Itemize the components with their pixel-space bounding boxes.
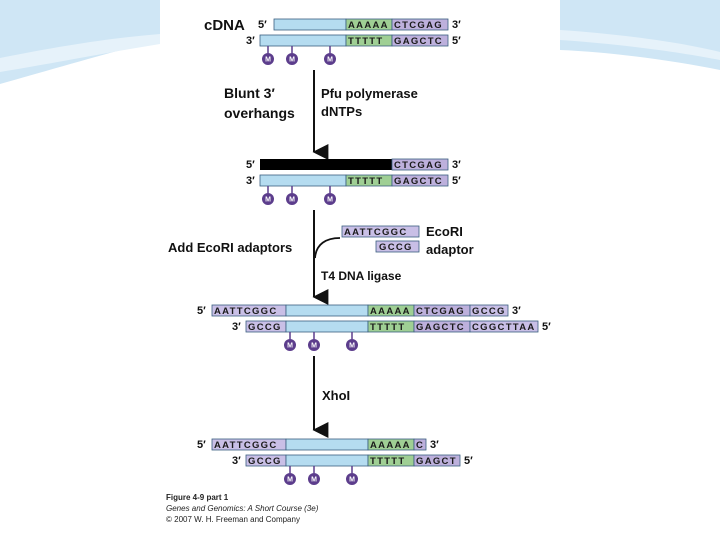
end-label: 5′ [464, 455, 473, 467]
seq-adaptor: CGGCTTAA [472, 322, 536, 333]
seq-xhoi-site: C [416, 440, 424, 451]
caption-book-title: Genes and Genomics: A Short Course (3e) [166, 504, 319, 513]
seq-xhoi-site: GAGCT [416, 456, 457, 467]
seq-xhoi-site: CTCGAG [394, 160, 443, 171]
seq-polyt: TTTTT [370, 456, 406, 467]
background-swoosh-left-light [0, 34, 160, 72]
seq-xhoi-site: GAGCTC [394, 36, 443, 47]
end-label: 5′ [452, 175, 461, 187]
xhoi-segment [413, 438, 427, 451]
caption-copyright: © 2007 W. H. Freeman and Company [166, 515, 300, 524]
strand-bottom [285, 454, 369, 467]
label-t4-ligase: T4 DNA ligase [321, 269, 402, 283]
svg-text:M: M [349, 343, 355, 350]
seq-adaptor: AATTCGGC [214, 440, 278, 451]
cdna-cloning-figure: cDNA 5′ AAAAA CTCGAG 3′ 3′ TTTTT GAGCTC … [162, 12, 560, 528]
methyl-group: M [324, 186, 336, 205]
svg-text:M: M [311, 477, 317, 484]
seq-xhoi-site: GAGCTC [394, 176, 443, 187]
methyl-group: M [308, 466, 320, 485]
caption-figure-number: Figure 4-9 part 1 [166, 493, 229, 502]
methyl-group: M [284, 332, 296, 351]
xhoi-segment [391, 174, 449, 187]
end-label: 5′ [542, 321, 551, 333]
seq-adaptor: AATTCGGC [214, 306, 278, 317]
xhoi-segment [391, 18, 449, 31]
methyl-group: M [324, 46, 336, 65]
svg-text:M: M [265, 57, 271, 64]
end-label: 5′ [197, 439, 206, 451]
methyl-group: M [346, 466, 358, 485]
strand-bottom [259, 174, 347, 187]
svg-text:M: M [265, 197, 271, 204]
seq-polya: AAAAA [370, 440, 411, 451]
end-label: 3′ [512, 305, 521, 317]
end-label: 5′ [246, 159, 255, 171]
methyl-group: M [346, 332, 358, 351]
label-dntps: dNTPs [321, 104, 362, 119]
seq-polyt: TTTTT [370, 322, 406, 333]
svg-text:M: M [289, 197, 295, 204]
end-label: 5′ [258, 19, 267, 31]
seq-adaptor-top: AATTCGGC [344, 227, 408, 238]
adaptor-bottom-strand [375, 240, 420, 253]
end-label: 3′ [232, 455, 241, 467]
methyl-group: M [262, 186, 274, 205]
strand-top [285, 304, 369, 317]
methyl-group: M [286, 186, 298, 205]
background-swoosh-right-light [560, 30, 720, 60]
label-xhoi: XhoI [322, 388, 350, 403]
methyl-group: M [284, 466, 296, 485]
end-label: 3′ [452, 19, 461, 31]
end-label: 3′ [452, 159, 461, 171]
label-adaptor: adaptor [426, 242, 474, 257]
seq-adaptor-bottom: GCCG [379, 242, 413, 253]
label-ecori: EcoRI [426, 224, 463, 239]
adaptor-inlet-arrow [314, 237, 341, 259]
strand-top [273, 18, 347, 31]
end-label: 5′ [197, 305, 206, 317]
seq-polyt: TTTTT [348, 176, 384, 187]
xhoi-segment [391, 158, 449, 171]
seq-polyt: TTTTT [348, 36, 384, 47]
seq-adaptor: GCCG [248, 322, 282, 333]
seq-adaptor: GCCG [472, 306, 506, 317]
label-add-adaptors: Add EcoRI adaptors [168, 240, 292, 255]
seq-polya: AAAAA [348, 20, 389, 31]
end-label: 3′ [232, 321, 241, 333]
strand-bottom [285, 320, 369, 333]
svg-text:M: M [287, 343, 293, 350]
end-label: 3′ [246, 175, 255, 187]
xhoi-segment [391, 34, 449, 47]
adaptor-segment [469, 320, 539, 333]
adaptor-top-strand [341, 225, 420, 238]
end-label: 5′ [452, 35, 461, 47]
strand-top [285, 438, 369, 451]
label-blunt-line1: Blunt 3′ [224, 85, 275, 101]
strand-bottom [259, 34, 347, 47]
methyl-group: M [262, 46, 274, 65]
svg-text:M: M [349, 477, 355, 484]
svg-text:M: M [327, 197, 333, 204]
end-label: 3′ [430, 439, 439, 451]
adaptor-segment [469, 304, 509, 317]
label-cdna: cDNA [204, 17, 245, 34]
svg-text:M: M [311, 343, 317, 350]
methyl-group: M [308, 332, 320, 351]
seq-polya: AAAAA [370, 306, 411, 317]
seq-xhoi-site: GAGCTC [416, 322, 465, 333]
svg-text:M: M [289, 57, 295, 64]
label-pfu-polymerase: Pfu polymerase [321, 86, 418, 101]
xhoi-segment [413, 454, 461, 467]
seq-xhoi-site: CTCGAG [416, 306, 465, 317]
seq-xhoi-site: CTCGAG [394, 20, 443, 31]
methyl-group: M [286, 46, 298, 65]
svg-text:M: M [287, 477, 293, 484]
seq-adaptor: GCCG [248, 456, 282, 467]
svg-text:M: M [327, 57, 333, 64]
end-label: 3′ [246, 35, 255, 47]
new-strand-segment [260, 159, 392, 170]
label-blunt-line2: overhangs [224, 105, 295, 121]
